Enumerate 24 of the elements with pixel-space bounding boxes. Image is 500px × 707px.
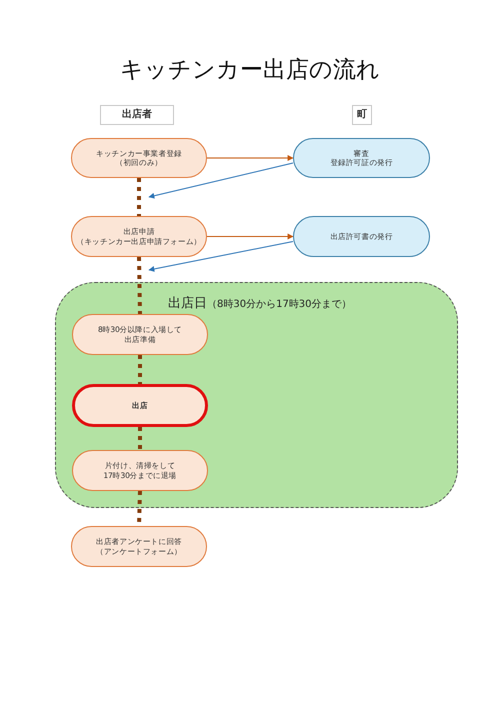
- event-day-area: [55, 282, 458, 508]
- process-pill: [71, 526, 207, 567]
- arrow: [148, 241, 294, 272]
- dotted-connector: [138, 355, 142, 384]
- node-text: 町: [357, 108, 367, 122]
- arrow: [206, 155, 294, 161]
- process-pill: [293, 138, 430, 178]
- diagram-title: キッチンカー出店の流れ: [119, 56, 381, 85]
- lane-header: [352, 105, 372, 125]
- dotted-connector: [138, 427, 142, 450]
- arrow: [206, 234, 294, 240]
- process-pill: [71, 138, 207, 178]
- node-text: 出店者: [122, 108, 152, 122]
- highlighted-process-pill: [72, 384, 208, 427]
- process-pill: [72, 450, 208, 491]
- dotted-connector: [137, 178, 141, 216]
- area-heading: 出店日: [168, 296, 207, 312]
- arrow: [148, 162, 294, 199]
- time-range-text: （8時30分から17時30分まで）: [207, 299, 352, 312]
- dotted-connector: [137, 256, 142, 314]
- process-pill: [71, 216, 207, 257]
- lane-header: [100, 105, 174, 125]
- process-pill: [293, 216, 430, 257]
- process-pill: [72, 314, 208, 355]
